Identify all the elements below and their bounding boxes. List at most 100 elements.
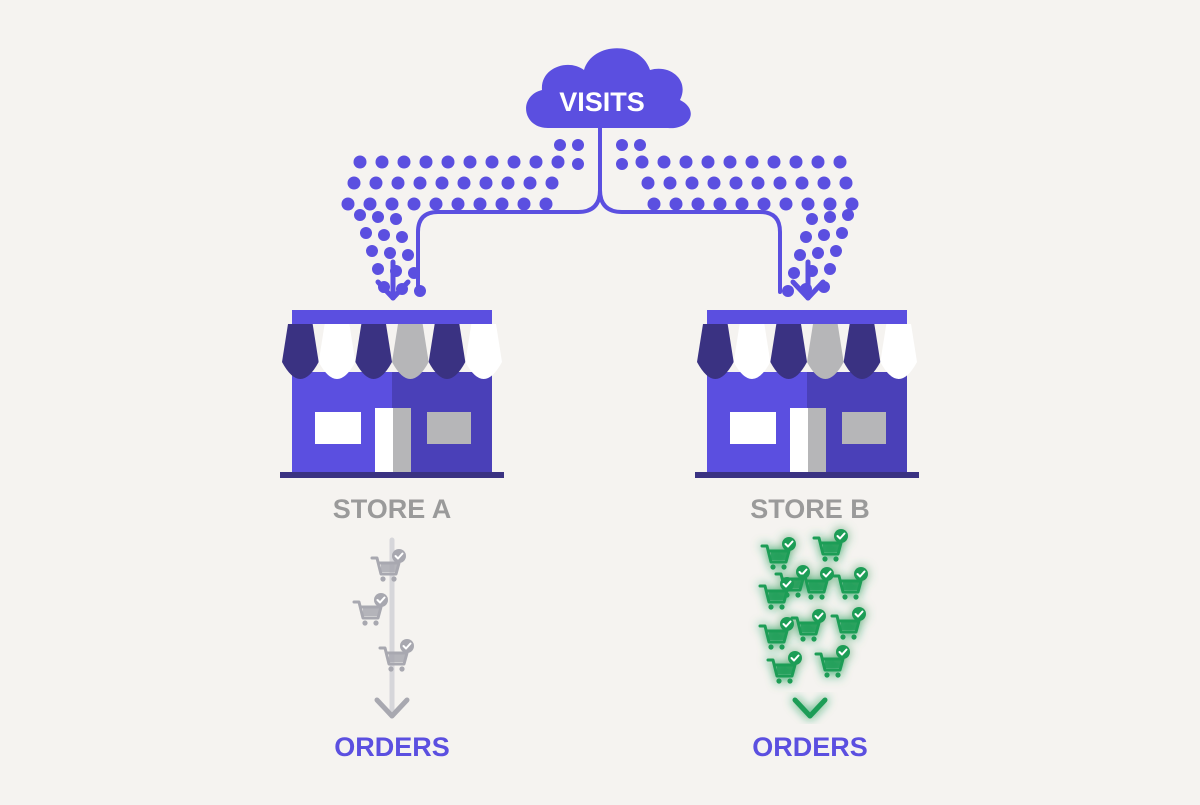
visitor-dot bbox=[788, 267, 800, 279]
shopping-cart-check-icon bbox=[760, 537, 796, 570]
awning-stripe bbox=[392, 324, 429, 379]
visitor-dot bbox=[353, 155, 367, 169]
awning-stripe bbox=[697, 324, 734, 379]
visitor-dot bbox=[641, 176, 655, 190]
visitor-dot bbox=[369, 176, 383, 190]
visitor-dot bbox=[517, 197, 531, 211]
shopping-cart-check-icon bbox=[832, 567, 868, 600]
flow-line-to-store-a bbox=[416, 126, 602, 294]
awning-stripe bbox=[355, 324, 392, 379]
visitor-dot bbox=[402, 249, 414, 261]
visitor-dot bbox=[839, 176, 853, 190]
visitor-dot bbox=[397, 155, 411, 169]
visitor-dot bbox=[375, 155, 389, 169]
shopping-cart-check-icon bbox=[830, 607, 866, 640]
awning-stripe bbox=[318, 324, 356, 379]
visitor-dot bbox=[457, 176, 471, 190]
visitor-dot bbox=[779, 197, 793, 211]
visitor-dot bbox=[360, 227, 372, 239]
visitor-dot bbox=[685, 176, 699, 190]
awning-stripe bbox=[807, 324, 844, 379]
store-b-order-stream bbox=[758, 529, 868, 719]
visitor-dot bbox=[707, 176, 721, 190]
visitor-dot bbox=[800, 231, 812, 243]
visitor-dot bbox=[824, 263, 836, 275]
awning-stripe bbox=[282, 324, 319, 379]
store-ground bbox=[280, 472, 504, 478]
visitor-dot bbox=[366, 245, 378, 257]
visitor-dot bbox=[691, 197, 705, 211]
visitor-dot bbox=[723, 155, 737, 169]
visitor-dot bbox=[523, 176, 537, 190]
visitor-dot bbox=[408, 267, 420, 279]
shopping-cart-check-icon bbox=[352, 593, 388, 626]
store-a-orders-label: ORDERS bbox=[334, 732, 450, 762]
awning-stripe bbox=[843, 324, 881, 379]
awning-stripe bbox=[465, 324, 502, 379]
store-window bbox=[427, 412, 471, 444]
visitor-dot bbox=[679, 155, 693, 169]
visitor-dot bbox=[419, 155, 433, 169]
store-door-shade bbox=[808, 408, 826, 472]
visitor-dot bbox=[751, 176, 765, 190]
visitor-dot bbox=[811, 155, 825, 169]
visitor-dot bbox=[842, 209, 854, 221]
visitor-dot bbox=[451, 197, 465, 211]
visitor-dot bbox=[396, 283, 408, 295]
visitor-dot bbox=[372, 263, 384, 275]
visitor-dot bbox=[396, 231, 408, 243]
visitor-dot bbox=[390, 213, 402, 225]
visitor-dot bbox=[435, 176, 449, 190]
visitor-dot bbox=[634, 139, 646, 151]
visitor-dot bbox=[372, 211, 384, 223]
visitor-dot bbox=[485, 155, 499, 169]
shopping-cart-check-icon bbox=[798, 567, 834, 600]
visitor-dot bbox=[572, 158, 584, 170]
visitor-dot bbox=[773, 176, 787, 190]
visitor-dot bbox=[800, 283, 812, 295]
visitor-dots-right bbox=[616, 139, 859, 297]
visitor-dot bbox=[507, 155, 521, 169]
store-a-order-stream bbox=[352, 537, 414, 719]
shopping-cart-check-icon bbox=[378, 639, 414, 672]
visitor-dot bbox=[407, 197, 421, 211]
arrow-down-icon bbox=[792, 697, 828, 719]
shopping-cart-check-icon bbox=[790, 609, 826, 642]
shopping-cart-check-icon bbox=[370, 549, 406, 582]
shopping-cart-check-icon bbox=[758, 577, 794, 610]
visitor-dot bbox=[554, 139, 566, 151]
visitor-dot bbox=[818, 229, 830, 241]
visitor-dot bbox=[390, 265, 402, 277]
visitor-dot bbox=[647, 197, 661, 211]
visitor-dot bbox=[757, 197, 771, 211]
visitor-dot bbox=[801, 197, 815, 211]
awning-stripe bbox=[733, 324, 771, 379]
shopping-cart-check-icon bbox=[814, 645, 850, 678]
visitor-dot bbox=[713, 197, 727, 211]
visitor-dot bbox=[794, 249, 806, 261]
visitor-dot bbox=[616, 139, 628, 151]
visitor-dot bbox=[354, 209, 366, 221]
store-window bbox=[842, 412, 886, 444]
visitor-dot bbox=[378, 281, 390, 293]
awning-stripe bbox=[428, 324, 466, 379]
awning-stripe bbox=[880, 324, 917, 379]
visitor-dot bbox=[812, 247, 824, 259]
store-icon bbox=[280, 310, 504, 478]
visitor-dot bbox=[572, 139, 584, 151]
visitor-dot bbox=[767, 155, 781, 169]
visitor-dot bbox=[745, 155, 759, 169]
visitor-dot bbox=[378, 229, 390, 241]
visitor-dot bbox=[463, 155, 477, 169]
shopping-cart-check-icon bbox=[758, 617, 794, 650]
visitor-dot bbox=[635, 155, 649, 169]
visitor-dot bbox=[501, 176, 515, 190]
visitor-dot bbox=[663, 176, 677, 190]
visitor-dot bbox=[806, 213, 818, 225]
cloud-icon bbox=[526, 48, 691, 129]
visitor-dot bbox=[789, 155, 803, 169]
awning-stripe bbox=[770, 324, 807, 379]
visitor-dot bbox=[551, 155, 565, 169]
store-a-label: STORE A bbox=[333, 494, 452, 524]
visitor-dot bbox=[782, 285, 794, 297]
